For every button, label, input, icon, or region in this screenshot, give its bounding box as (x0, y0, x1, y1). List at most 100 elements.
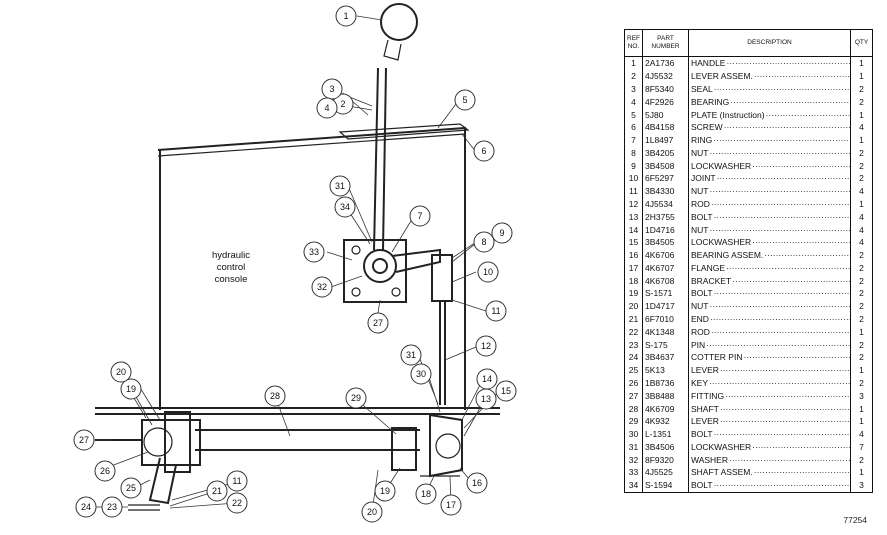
lever-arm-left (148, 457, 177, 505)
callout-7: 7 (409, 205, 431, 227)
callout-26: 26 (94, 460, 116, 482)
part-number-cell: 3B4205 (642, 146, 689, 160)
part-number-cell: 1B8736 (642, 376, 689, 390)
description-cell: RING····································… (688, 133, 851, 147)
part-number-cell: 4K6706 (642, 248, 689, 262)
header-description: DESCRIPTION (688, 29, 851, 57)
qty-cell: 2 (850, 248, 873, 262)
ref-cell: 32 (624, 453, 643, 467)
svg-text:4: 4 (324, 103, 329, 113)
console-label-line: control (216, 262, 246, 273)
qty-cell: 2 (850, 172, 873, 185)
callout-27b: 27 (367, 312, 389, 334)
svg-text:19: 19 (126, 384, 136, 394)
description-cell: ROD·····································… (688, 197, 851, 211)
ref-cell: 4 (624, 95, 643, 109)
qty-cell: 2 (850, 261, 873, 275)
pivot-outer (363, 249, 397, 283)
bolt-head (391, 287, 401, 297)
ref-cell: 7 (624, 133, 643, 147)
ref-cell: 25 (624, 363, 643, 377)
callout-9: 9 (491, 222, 513, 244)
callout-34: 34 (334, 196, 356, 218)
ref-cell: 19 (624, 287, 643, 300)
callout-22: 22 (226, 492, 248, 514)
description-cell: HANDLE··································… (688, 56, 851, 70)
description-cell: BOLT····································… (688, 210, 851, 224)
part-number-cell: 2H3755 (642, 210, 689, 224)
description-cell: BRACKET·································… (688, 274, 851, 288)
qty-cell: 2 (850, 350, 873, 364)
ref-cell: 5 (624, 108, 643, 121)
description-cell: SEAL····································… (688, 82, 851, 96)
description-cell: BOLT····································… (688, 478, 851, 493)
callout-32: 32 (311, 276, 333, 298)
qty-cell: 1 (850, 56, 873, 70)
part-number-cell: 3B4508 (642, 159, 689, 173)
header-qty: QTY (850, 29, 873, 57)
callout-17: 17 (440, 494, 462, 516)
svg-text:2: 2 (340, 99, 345, 109)
description-cell: LOCKWASHER······························… (688, 235, 851, 249)
ref-cell: 16 (624, 248, 643, 262)
qty-cell: 1 (850, 197, 873, 211)
qty-cell: 4 (850, 120, 873, 134)
ref-cell: 9 (624, 159, 643, 173)
part-number-cell: 3B8488 (642, 389, 689, 403)
ref-cell: 21 (624, 312, 643, 326)
ref-cell: 11 (624, 184, 643, 198)
svg-text:33: 33 (309, 247, 319, 257)
description-cell: BEARING ASSEM.··························… (688, 248, 851, 262)
ref-cell: 31 (624, 440, 643, 454)
qty-cell: 2 (850, 146, 873, 160)
part-number-cell: 4K1348 (642, 325, 689, 339)
callout-28: 28 (264, 385, 286, 407)
qty-cell: 2 (850, 312, 873, 326)
qty-cell: 1 (850, 108, 873, 121)
callout-23: 23 (101, 496, 123, 518)
svg-text:22: 22 (232, 498, 242, 508)
callout-21: 21 (206, 480, 228, 502)
console-label-line: console (214, 274, 248, 285)
ref-cell: 15 (624, 235, 643, 249)
ref-cell: 30 (624, 427, 643, 441)
part-number-cell: 6F5297 (642, 172, 689, 185)
svg-text:6: 6 (481, 146, 486, 156)
callout-30: 30 (410, 363, 432, 385)
description-cell: ROD·····································… (688, 325, 851, 339)
console-label-line: hydraulic (211, 250, 251, 261)
description-cell: LOCKWASHER······························… (688, 440, 851, 454)
mount-plate (343, 239, 407, 303)
description-cell: NUT·····································… (688, 146, 851, 160)
part-number-cell: 3B4505 (642, 235, 689, 249)
qty-cell: 3 (850, 478, 873, 493)
description-cell: NUT·····································… (688, 223, 851, 236)
parts-diagram: 1 2 3 4 5 6 7 8 9 10 11 12 13 14 15 16 1… (73, 3, 517, 523)
callout-4: 4 (316, 97, 338, 119)
svg-text:24: 24 (81, 502, 91, 512)
part-number-cell: 2A1736 (642, 56, 689, 70)
callout-24: 24 (75, 496, 97, 518)
bolt-head (351, 287, 361, 297)
qty-cell: 2 (850, 453, 873, 467)
svg-text:13: 13 (481, 394, 491, 404)
callout-25: 25 (120, 477, 142, 499)
description-cell: PIN·····································… (688, 338, 851, 351)
part-number-cell: 4K6708 (642, 274, 689, 288)
part-number-cell: 5J80 (642, 108, 689, 121)
